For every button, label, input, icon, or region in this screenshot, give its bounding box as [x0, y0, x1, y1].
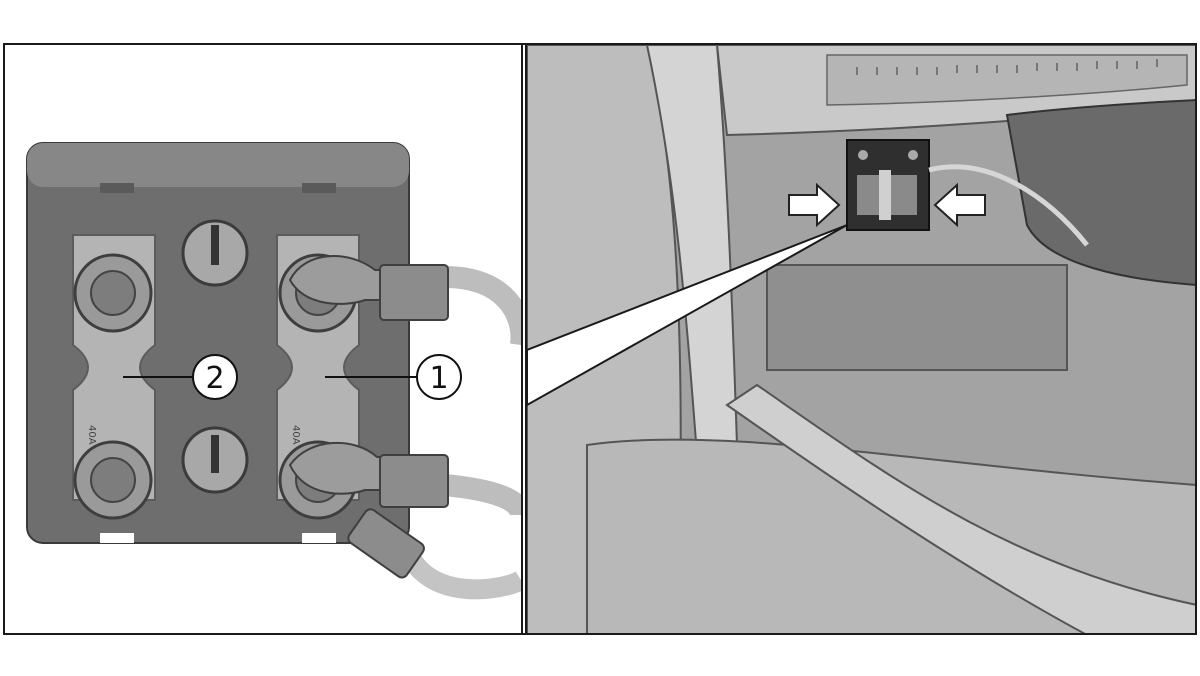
fuse-block-detail-panel: 40A 40A 2 1: [5, 45, 521, 633]
vehicle-overview-panel: [527, 45, 1195, 633]
screw-bottom: [181, 426, 249, 494]
lower-cable-connector: [347, 508, 425, 579]
bottom-notch-right: [302, 533, 336, 543]
figure-frame: 40A 40A 2 1: [3, 43, 1197, 635]
nut-bottom-left: [73, 440, 153, 520]
callout-wedge: [527, 224, 848, 407]
floor-rail: [725, 383, 1195, 633]
fuse-block-drawing: 40A 40A 2 1: [26, 142, 521, 600]
panel-divider: [521, 45, 527, 633]
kick-panel-opening: [766, 264, 1068, 371]
fuse-label-left: 40A: [86, 425, 97, 445]
lower-cable-sleeve: [379, 454, 449, 508]
bottom-notch-left: [100, 533, 134, 543]
fuse-label-right: 40A: [290, 425, 301, 445]
callout-2-circle: [192, 354, 238, 400]
vent-slots: [856, 59, 1158, 75]
arrow-right-icon: [788, 182, 841, 228]
upper-cable: [444, 266, 521, 345]
under-dash-module: [1005, 99, 1195, 286]
fuse-block-location: [846, 139, 930, 231]
top-notch-right: [302, 183, 336, 193]
fuse-block-top: [27, 143, 409, 187]
callout-1-circle: [416, 354, 462, 400]
top-notch-left: [100, 183, 134, 193]
nut-top-left: [73, 253, 153, 333]
upper-cable-sleeve: [379, 264, 449, 321]
callout-1-label: 1: [429, 361, 448, 396]
arrow-left-icon: [933, 182, 986, 228]
vehicle-interior-drawing: [527, 45, 1195, 633]
lower-cable: [443, 474, 521, 517]
fuse-block-wires: [928, 164, 1089, 247]
callout-2-label: 2: [205, 361, 224, 396]
screw-top: [181, 219, 249, 287]
